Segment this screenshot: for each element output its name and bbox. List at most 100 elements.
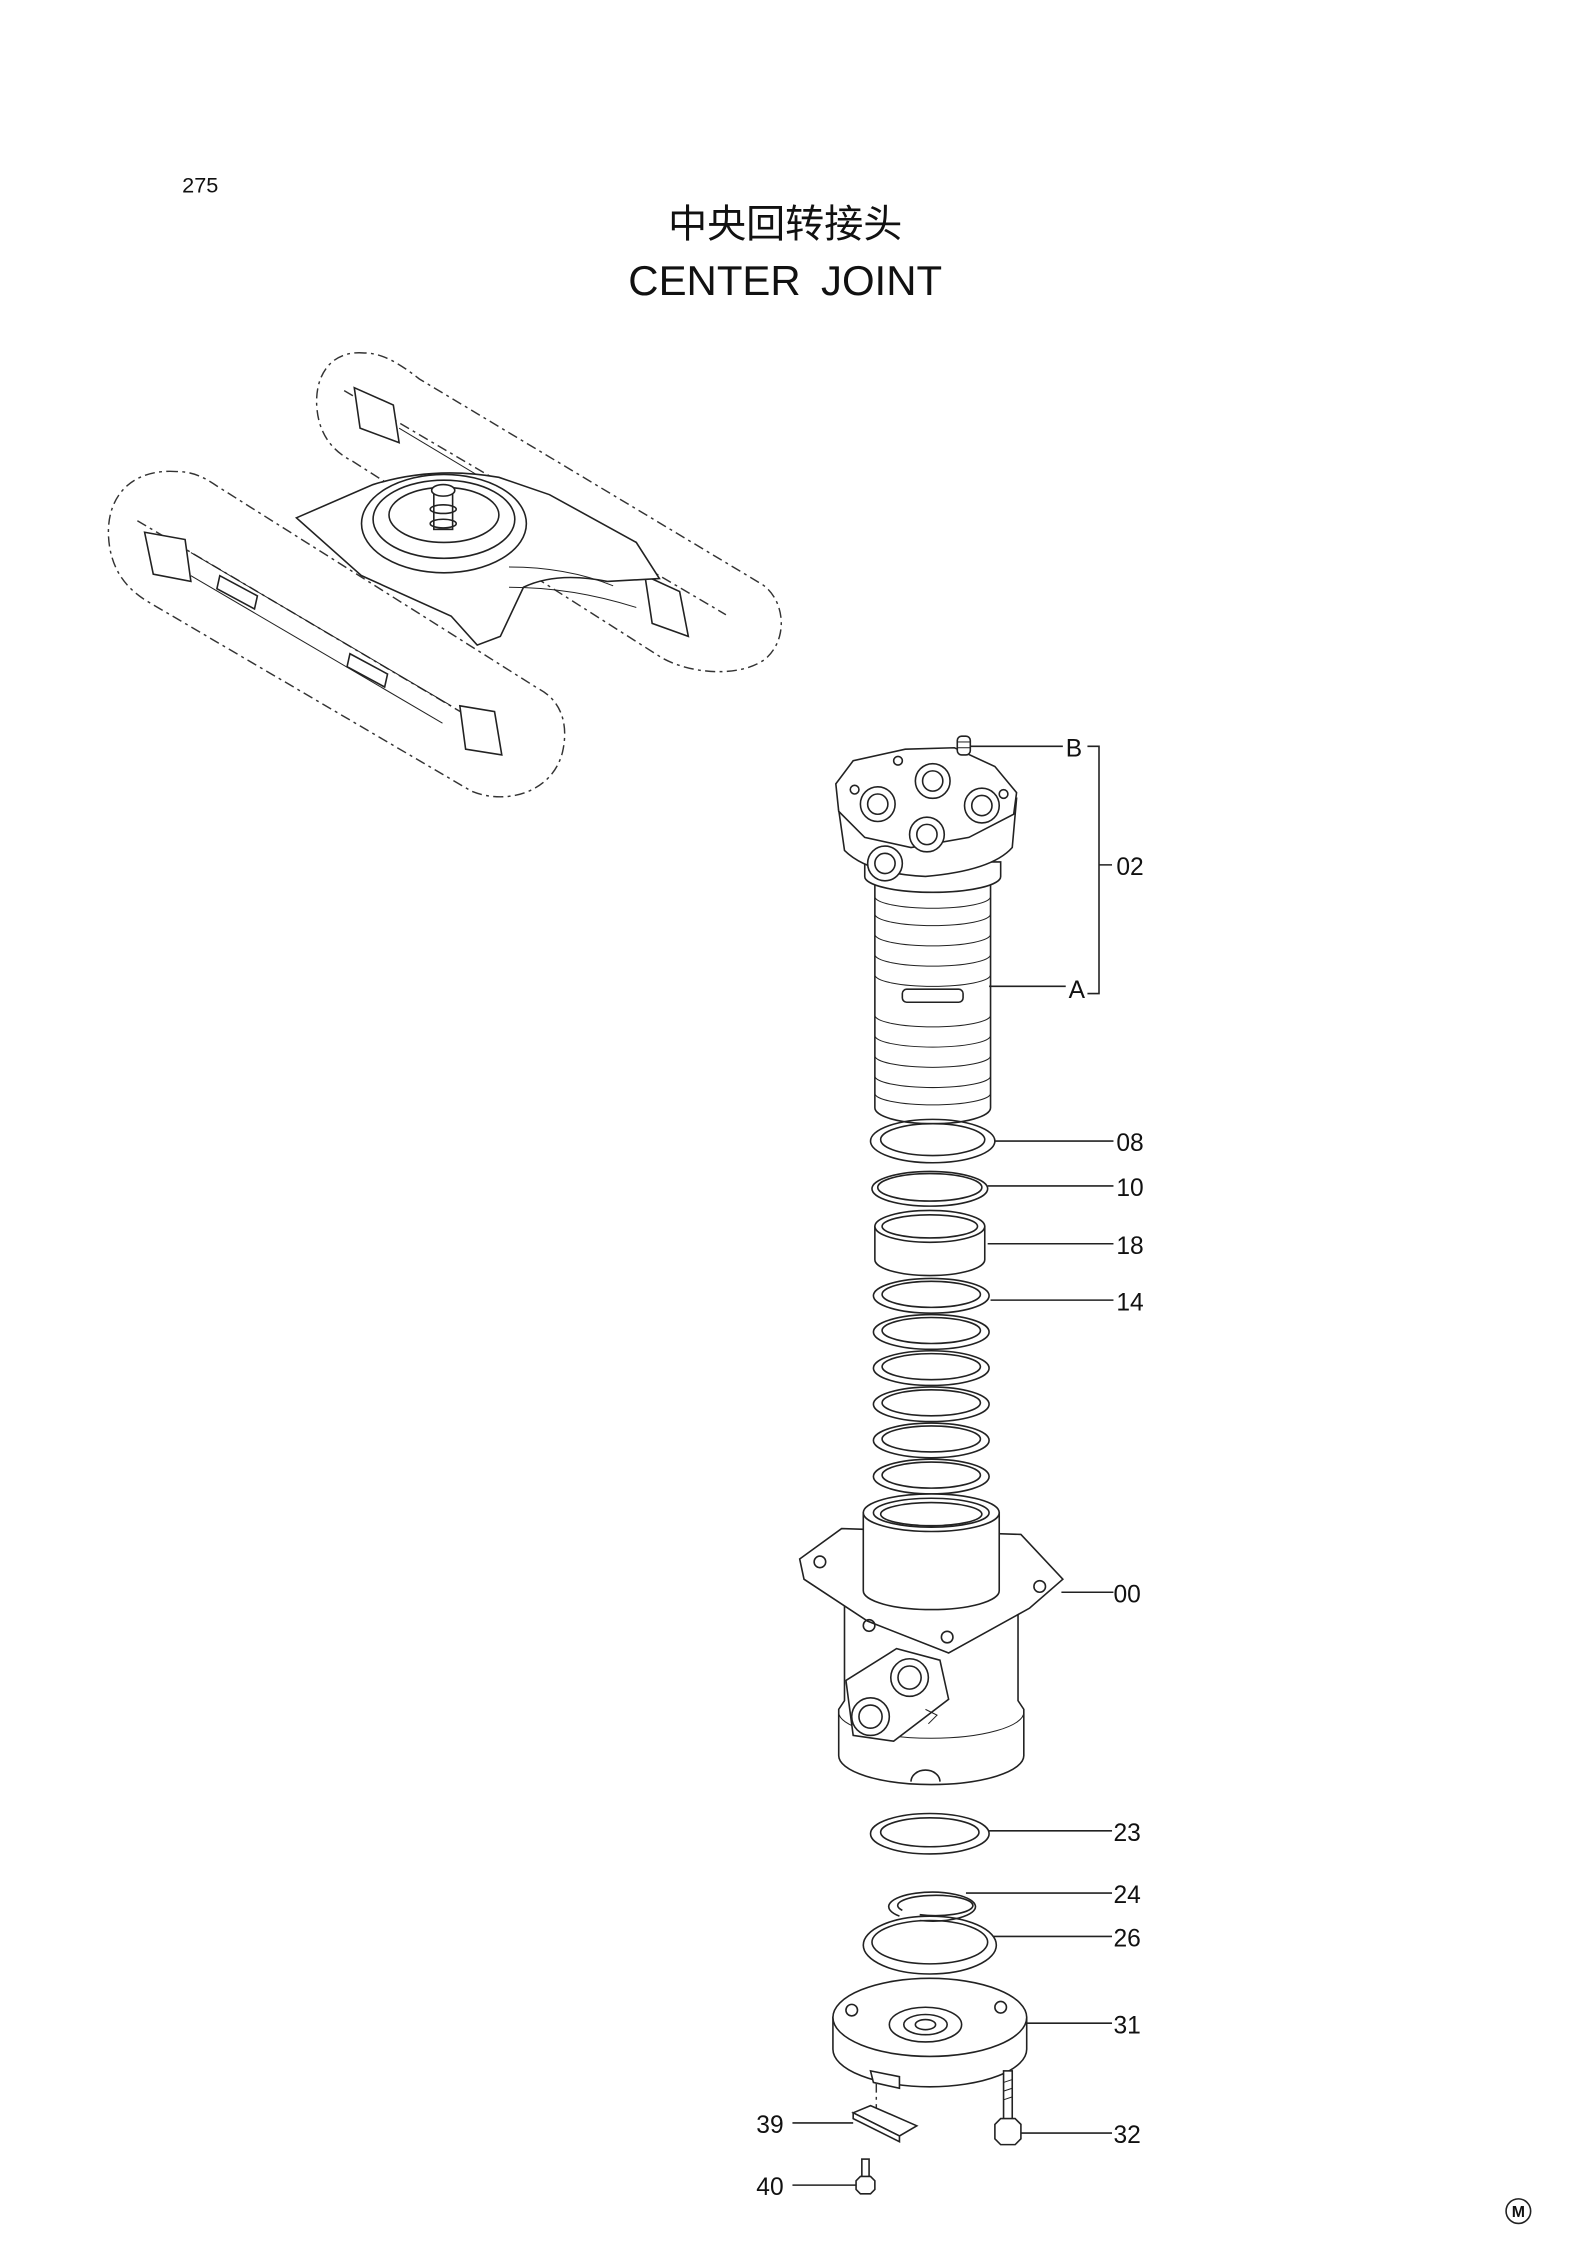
- rotor-groove: [874, 974, 992, 987]
- body-port: [889, 1657, 930, 1698]
- flange-bolt-hole: [940, 1630, 954, 1644]
- callout-labels: B 02 A 08 10 18 14 00 23 24 26 31 32 39 …: [756, 735, 1143, 2201]
- flange-bolt-hole: [813, 1555, 827, 1569]
- collar-bore: [872, 1497, 990, 1528]
- left-track: [107, 470, 566, 798]
- port-outer: [908, 816, 946, 853]
- bracket-02: [1087, 745, 1113, 995]
- head-bolt-hole: [998, 788, 1009, 800]
- rotor-groove: [874, 896, 992, 909]
- part-26-seal: [862, 1915, 998, 1975]
- part-02-rotor: [834, 735, 1018, 1125]
- port-inner: [874, 852, 896, 875]
- port-outer: [859, 785, 896, 823]
- left-track-roller-guard: [216, 574, 259, 611]
- part-32-bolt: [994, 2070, 1022, 2146]
- rotor-groove: [874, 1015, 992, 1028]
- bolt-thread: [1003, 2079, 1013, 2083]
- snap-ring-inner: [896, 1894, 974, 1917]
- port-inner: [921, 770, 944, 792]
- rotor-groove: [874, 934, 992, 947]
- plug-b: [956, 735, 972, 756]
- rotor-oil-slot: [901, 988, 964, 1004]
- bolt-thread: [1003, 2096, 1013, 2101]
- body-bottom-notch: [910, 1769, 941, 1782]
- port-outer: [963, 787, 1001, 824]
- circled-m-marker: M: [1505, 2198, 1532, 2225]
- center-joint-mini-ring: [429, 518, 458, 529]
- center-joint-location-mark: [429, 483, 458, 531]
- carbody-arm-line: [509, 566, 614, 587]
- seal-ring-outer: [872, 1349, 990, 1387]
- callout-a: A: [1069, 977, 1086, 1004]
- callout-23: 23: [1113, 1820, 1140, 1847]
- right-track-idler: [353, 386, 401, 444]
- port-outer: [914, 762, 951, 800]
- center-joint-exploded-view: [798, 735, 1064, 2195]
- ring-outer: [869, 1812, 990, 1855]
- title-english: CENTER JOINT: [628, 257, 942, 304]
- hydraulic-port: [914, 762, 951, 800]
- port-inner: [916, 823, 938, 846]
- marker-circle: [1505, 2198, 1532, 2225]
- left-track-frame-line: [190, 552, 452, 707]
- carbody-arm-line: [509, 586, 637, 608]
- plate-edge: [852, 2111, 901, 2144]
- right-track-sprocket: [643, 574, 690, 638]
- part-10-ring: [871, 1170, 989, 1207]
- port-inner: [897, 1665, 922, 1690]
- cover-boss-inner: [902, 2013, 948, 2036]
- body-lower-edge: [838, 1712, 1025, 1739]
- port-outer: [850, 1697, 891, 1737]
- seal-ring-outer: [872, 1313, 990, 1351]
- callout-08: 08: [1116, 1130, 1143, 1157]
- head-bolt-hole: [849, 784, 860, 795]
- bolt-hex-head: [994, 2117, 1022, 2146]
- collar-bore-inner: [879, 1501, 983, 1527]
- carbody-frame: [294, 472, 661, 647]
- callout-b: B: [1066, 735, 1082, 762]
- hydraulic-port: [859, 785, 896, 823]
- seal-ring-inner: [881, 1461, 982, 1489]
- part-31-cover: [832, 1977, 1028, 2090]
- band-top: [874, 1209, 986, 1244]
- cover-tab: [869, 2069, 901, 2090]
- page-number: 275: [182, 172, 218, 197]
- rotor-groove: [874, 1055, 992, 1068]
- port-outer: [866, 845, 904, 882]
- flange-bolt-hole: [862, 1618, 876, 1633]
- ring-outer: [871, 1170, 989, 1207]
- port-inner: [858, 1704, 883, 1729]
- part-08-ring: [869, 1118, 996, 1164]
- port-inner: [866, 793, 889, 816]
- ring-inner: [879, 1122, 986, 1157]
- undercarriage-illustration: [107, 352, 782, 798]
- body-port: [850, 1697, 891, 1737]
- left-track-outline: [107, 470, 566, 798]
- port-inner: [970, 794, 993, 817]
- body-upper-collar: [862, 1511, 1001, 1611]
- cover-bolt-hole: [845, 2003, 859, 2017]
- part-39-plate: [851, 2082, 919, 2144]
- flange-bolt-hole: [1033, 1579, 1047, 1594]
- seal-ring-inner: [881, 1425, 982, 1453]
- bolt-hex-head: [855, 2175, 876, 2195]
- ring-inner: [879, 1817, 980, 1848]
- leader-lines: [792, 745, 1114, 2186]
- seal-ring-outer: [872, 1277, 990, 1314]
- callout-14: 14: [1116, 1289, 1143, 1316]
- callout-31: 31: [1113, 2012, 1140, 2039]
- cover-drain-hole: [914, 2018, 937, 2031]
- rotor-head: [834, 746, 1018, 882]
- title-chinese: 中央回转接头: [668, 202, 902, 247]
- callout-00: 00: [1113, 1581, 1140, 1608]
- band-inner: [881, 1214, 979, 1239]
- plug-body: [956, 735, 972, 756]
- cover-bolt-hole: [994, 2000, 1008, 2014]
- part-23-ring: [869, 1812, 990, 1855]
- seal-ring-outer: [872, 1422, 990, 1459]
- center-joint-mini-ring: [429, 504, 458, 515]
- port-outer: [889, 1657, 930, 1698]
